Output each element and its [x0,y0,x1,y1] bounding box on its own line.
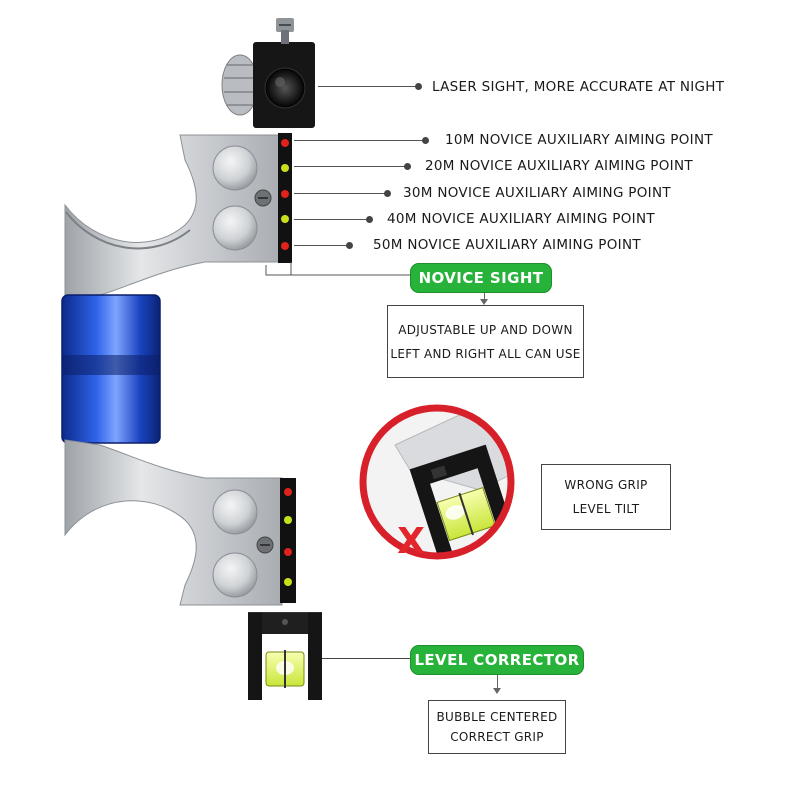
wrong-grip-inset: X [359,404,515,562]
callout-20m: 20M NOVICE AUXILIARY AIMING POINT [425,158,693,174]
lower-knob-2 [212,552,258,598]
leader-dot-laser [415,83,422,90]
aim-dot-30m [281,190,289,198]
leader-30m [294,193,386,194]
leader-dot-40m [366,216,373,223]
leader-dot-50m [346,242,353,249]
lower-sight-rail [280,478,296,603]
level-corrector-line-2: CORRECT GRIP [450,730,544,744]
leader-10m [294,140,424,141]
level-corrector-line-1: BUBBLE CENTERED [436,710,558,724]
leader-20m [294,166,406,167]
aim-dot-10m [281,139,289,147]
novice-sight-line-1: ADJUSTABLE UP AND DOWN [398,322,573,337]
wrong-grip-line-1: WRONG GRIP [564,478,648,492]
callout-40m: 40M NOVICE AUXILIARY AIMING POINT [387,211,655,227]
leader-50m [294,245,348,246]
level-corrector-connector [497,675,498,689]
novice-sight-connector [484,293,485,303]
aim-dot-20m [281,164,289,172]
upper-knob-2 [212,205,258,251]
callout-10m: 10M NOVICE AUXILIARY AIMING POINT [445,132,713,148]
upper-knob-1 [212,145,258,191]
leader-dot-10m [422,137,429,144]
aim-dot-40m [281,215,289,223]
wrong-x-mark: X [397,521,425,562]
wrong-grip-line-2: LEVEL TILT [572,502,640,516]
lower-knob-1 [212,489,258,535]
leader-dot-20m [404,163,411,170]
novice-sight-badge: NOVICE SIGHT [410,263,552,293]
laser-sight [221,18,315,128]
level-corrector-device [248,611,322,700]
callout-50m: 50M NOVICE AUXILIARY AIMING POINT [373,237,641,253]
novice-sight-description: ADJUSTABLE UP AND DOWN LEFT AND RIGHT AL… [387,305,584,378]
leader-laser [318,86,418,87]
novice-sight-line-2: LEFT AND RIGHT ALL CAN USE [390,346,581,361]
level-corrector-badge: LEVEL CORRECTOR [410,645,584,675]
aim-dot-50m [281,242,289,250]
novice-sight-arrow-icon [480,299,488,305]
wrong-grip-description: WRONG GRIP LEVEL TILT [541,464,671,530]
leader-dot-30m [384,190,391,197]
level-corrector-description: BUBBLE CENTERED CORRECT GRIP [428,700,566,754]
callout-30m: 30M NOVICE AUXILIARY AIMING POINT [403,185,671,201]
level-corrector-arrow-icon [493,688,501,694]
blue-grip [61,294,161,444]
leader-40m [294,219,368,220]
leader-level [322,658,412,659]
callout-laser-sight: LASER SIGHT, MORE ACCURATE AT NIGHT [432,79,725,95]
